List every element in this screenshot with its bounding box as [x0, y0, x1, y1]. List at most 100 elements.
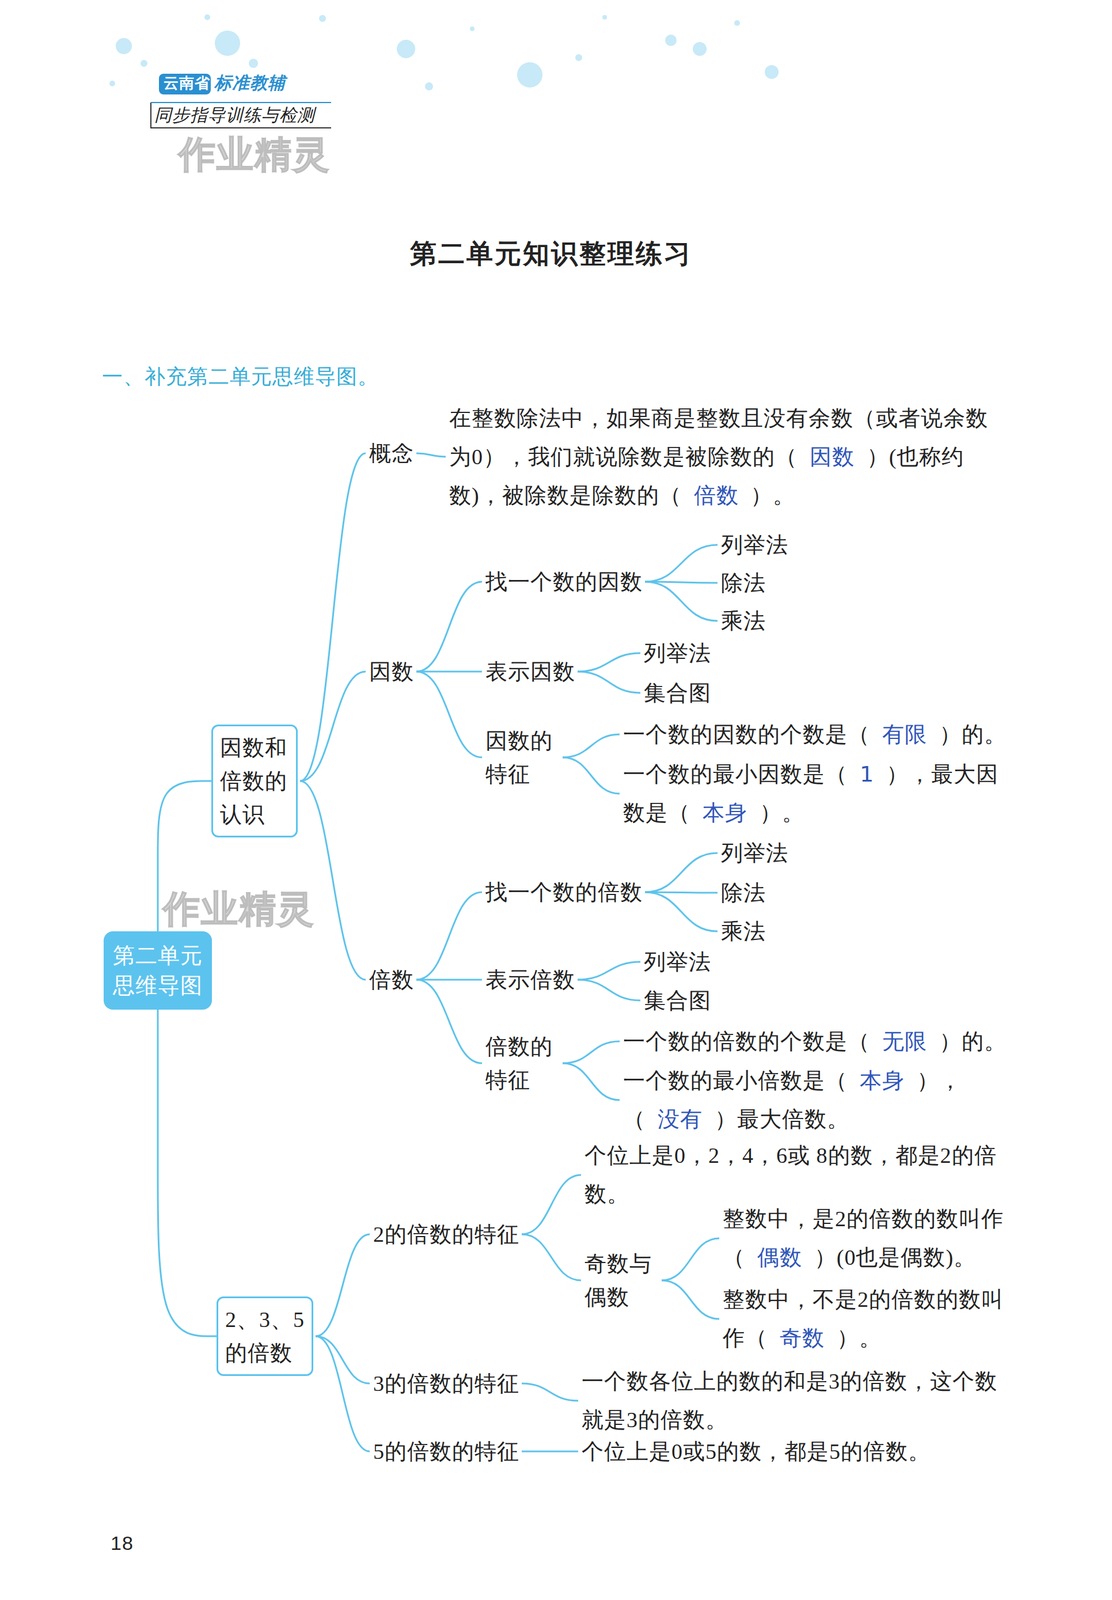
node-text: 因数 [369, 659, 415, 684]
branch-connector [521, 1174, 582, 1235]
branch-connector [416, 671, 483, 758]
branch-connector [300, 780, 366, 980]
branch-label: 表示因数 [485, 652, 576, 692]
node-text: 集合图 [643, 680, 712, 705]
header-bracket [150, 102, 332, 128]
branch-connector [562, 1041, 620, 1064]
node-text: 列举法 [643, 640, 712, 666]
answer-text: 奇数 [779, 1325, 825, 1351]
node-text: 表示因数 [485, 659, 576, 684]
branch-connector [416, 581, 483, 672]
node-text: ）。 [759, 800, 805, 825]
logo-text: 标准教辅 [214, 71, 286, 96]
branch-label: 个位上是0，2，4，6或 8的数，都是2的倍数。 [584, 1136, 1008, 1214]
node-text: 除法 [720, 880, 766, 905]
node-text: 列举法 [720, 532, 789, 557]
node-text: 乘法 [720, 919, 766, 944]
fill-in-statement: 在整数除法中，如果商是整数且没有余数（或者说余数为0），我们就说除数是被除数的（… [449, 399, 1005, 515]
node-text: 2的倍数的特征 [373, 1221, 520, 1247]
node-text: 一个数的最小因数是（ [623, 761, 848, 787]
node-text: 因数的特征 [485, 728, 553, 787]
node-text: 集合图 [643, 988, 712, 1013]
page-number: 18 [110, 1531, 134, 1555]
node-text: 概念 [369, 441, 415, 466]
branch-connector [661, 1238, 720, 1281]
branch-connector [644, 544, 718, 582]
branch-connector [562, 1063, 620, 1100]
branch-connector [416, 670, 483, 673]
branch-connector [315, 1336, 370, 1384]
fill-in-statement: 一个数的因数的个数是（有限）的。 [623, 715, 1007, 754]
node-text: 因数和倍数的认识 [219, 735, 288, 827]
node-text: 找一个数的倍数 [485, 879, 643, 905]
answer-text: 1 [859, 761, 875, 787]
branch-label: 因数 [369, 652, 415, 692]
node-text: 列举法 [720, 840, 789, 865]
branch-connector [577, 979, 641, 1001]
branch-connector [300, 671, 366, 781]
section-heading: 一、补充第二单元思维导图。 [101, 362, 379, 392]
branch-label: 表示倍数 [485, 960, 576, 1000]
watermark: 作业精灵 [162, 883, 315, 935]
node-text: ）。 [750, 483, 796, 508]
node-text: ）。 [836, 1325, 882, 1350]
fill-in-statement: 整数中，是2的倍数的数叫作（偶数）(0也是偶数)。 [722, 1199, 1008, 1277]
branch-box: 因数和倍数的认识 [211, 724, 298, 838]
branch-label: 乘法 [720, 912, 766, 951]
branch-label: 集合图 [643, 981, 712, 1020]
branch-connector [300, 453, 366, 781]
branch-label: 一个数各位上的数的和是3的倍数，这个数就是3的倍数。 [581, 1361, 1008, 1440]
branch-label: 集合图 [643, 673, 712, 713]
node-text: 一个数的因数的个数是（ [623, 722, 871, 747]
answer-text: 没有 [657, 1106, 703, 1132]
node-text: 找一个数的因数 [485, 569, 643, 594]
branch-connector [644, 892, 718, 932]
answer-text: 倍数 [693, 482, 739, 508]
branch-connector [315, 1234, 370, 1337]
node-text: ）的。 [939, 1029, 1007, 1054]
branch-label: 列举法 [643, 634, 712, 673]
branch-label: 列举法 [720, 525, 789, 565]
fill-in-statement: 整数中，不是2的倍数的数叫作（奇数）。 [722, 1280, 1008, 1358]
node-text: 5的倍数的特征 [373, 1439, 520, 1464]
branch-label: 列举法 [720, 833, 789, 873]
branch-label: 倍数的特征 [485, 1029, 561, 1097]
node-text: 列举法 [643, 949, 712, 974]
branch-label: 列举法 [643, 942, 712, 982]
branch-label: 2的倍数的特征 [373, 1215, 520, 1254]
branch-connector [521, 1234, 582, 1281]
series-name: 同步指导训练与检测 [154, 103, 315, 128]
node-text: ）(0也是偶数)。 [814, 1245, 977, 1270]
node-text: 奇数与偶数 [584, 1251, 652, 1309]
branch-connector [521, 1383, 579, 1401]
branch-connector [416, 978, 483, 981]
logo-badge [158, 73, 211, 95]
branch-label: 个位上是0或5的数，都是5的倍数。 [581, 1432, 931, 1471]
logo-badge-text: 云南省 [163, 73, 211, 94]
node-text: 一个数的最小倍数是（ [623, 1068, 848, 1093]
branch-label: 倍数 [369, 960, 415, 1000]
branch-connector [562, 734, 620, 758]
branch-label: 奇数与偶数 [584, 1246, 660, 1314]
branch-label: 找一个数的倍数 [485, 873, 643, 912]
node-text: 一个数各位上的数的和是3的倍数，这个数就是3的倍数。 [581, 1368, 998, 1432]
answer-text: 无限 [882, 1028, 928, 1054]
node-text: 倍数 [369, 967, 415, 992]
fill-in-statement: 一个数的最小倍数是（本身），（没有）最大倍数。 [623, 1061, 1009, 1139]
branch-connector [416, 979, 483, 1064]
branch-connector [661, 1280, 720, 1319]
branch-connector [644, 852, 718, 893]
node-text: 乘法 [720, 608, 766, 633]
branch-label: 找一个数的因数 [485, 562, 643, 602]
node-text: 一个数的倍数的个数是（ [623, 1029, 871, 1054]
node-text: 个位上是0或5的数，都是5的倍数。 [581, 1439, 931, 1464]
branch-label: 除法 [720, 873, 766, 913]
branch-connector [416, 453, 446, 457]
branch-connector [562, 757, 620, 794]
branch-connector [416, 892, 483, 980]
branch-connector [577, 653, 641, 672]
branch-label: 除法 [720, 563, 766, 603]
branch-label: 乘法 [720, 601, 766, 641]
node-text: ）最大倍数。 [714, 1106, 850, 1132]
